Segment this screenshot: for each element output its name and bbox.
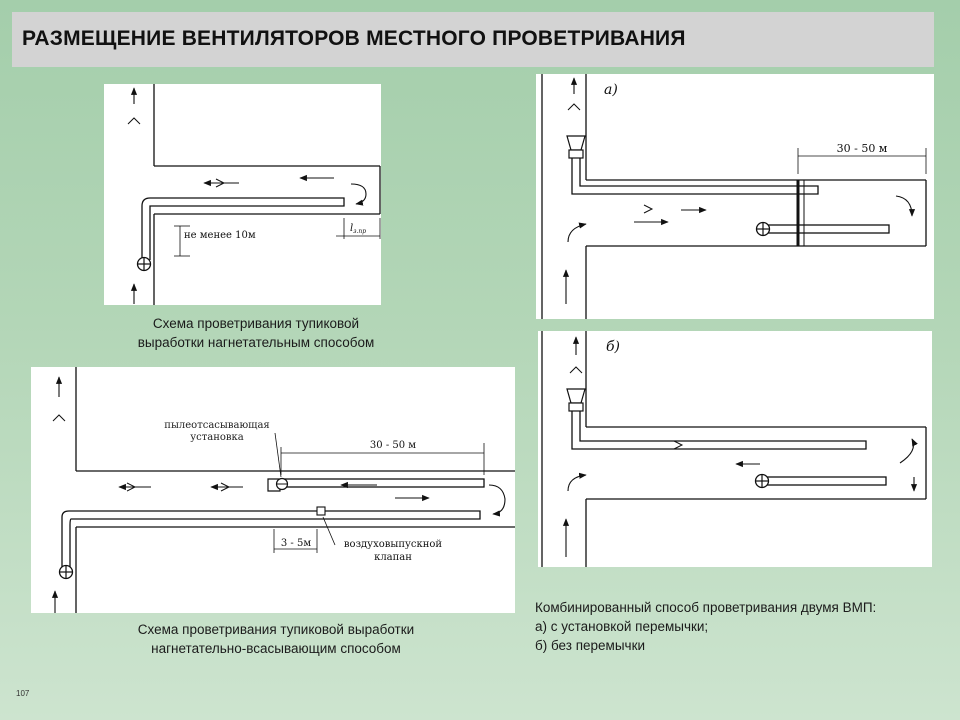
distance-label: 30 - 50 м <box>370 440 416 451</box>
caption-forced: Схема проветривания тупиковой выработки … <box>137 316 375 350</box>
distance-label: не менее 10м <box>184 230 256 241</box>
air-valve-symbol <box>316 506 326 516</box>
title-bar: РАЗМЕЩЕНИЕ ВЕНТИЛЯТОРОВ МЕСТНОГО ПРОВЕТР… <box>12 12 934 67</box>
caption-forced-suction: Схема проветривания тупиковой выработки … <box>137 622 415 656</box>
panel-label-a: а) <box>604 82 618 98</box>
distance-label: 30 - 50 м <box>837 142 888 155</box>
diagram-forced-ventilation: не менее 10м lз.пр <box>104 84 381 305</box>
diagram-forced-suction-ventilation: пылеотсасывающая установка 30 - 50 м 3 -… <box>31 367 515 613</box>
length-label: lз.пр <box>350 223 366 235</box>
page-title: РАЗМЕЩЕНИЕ ВЕНТИЛЯТОРОВ МЕСТНОГО ПРОВЕТР… <box>22 27 686 50</box>
page-number: 107 <box>16 689 30 698</box>
fan-box-symbol <box>566 135 586 151</box>
valve-label-line2: клапан <box>374 552 412 563</box>
panel-label-b: б) <box>606 339 620 355</box>
diagram-combined-without-partition: б) <box>538 331 932 567</box>
unit-label-line1: пылеотсасывающая <box>164 420 269 431</box>
caption-combined: Комбинированный способ проветривания дву… <box>535 600 877 653</box>
diagram-combined-with-partition: а) 30 - 50 м <box>536 74 934 319</box>
fan-box-symbol <box>566 388 586 404</box>
short-distance-label: 3 - 5м <box>281 538 311 549</box>
valve-label-line1: воздуховыпускной <box>344 539 442 550</box>
unit-label-line2: установка <box>190 432 244 443</box>
